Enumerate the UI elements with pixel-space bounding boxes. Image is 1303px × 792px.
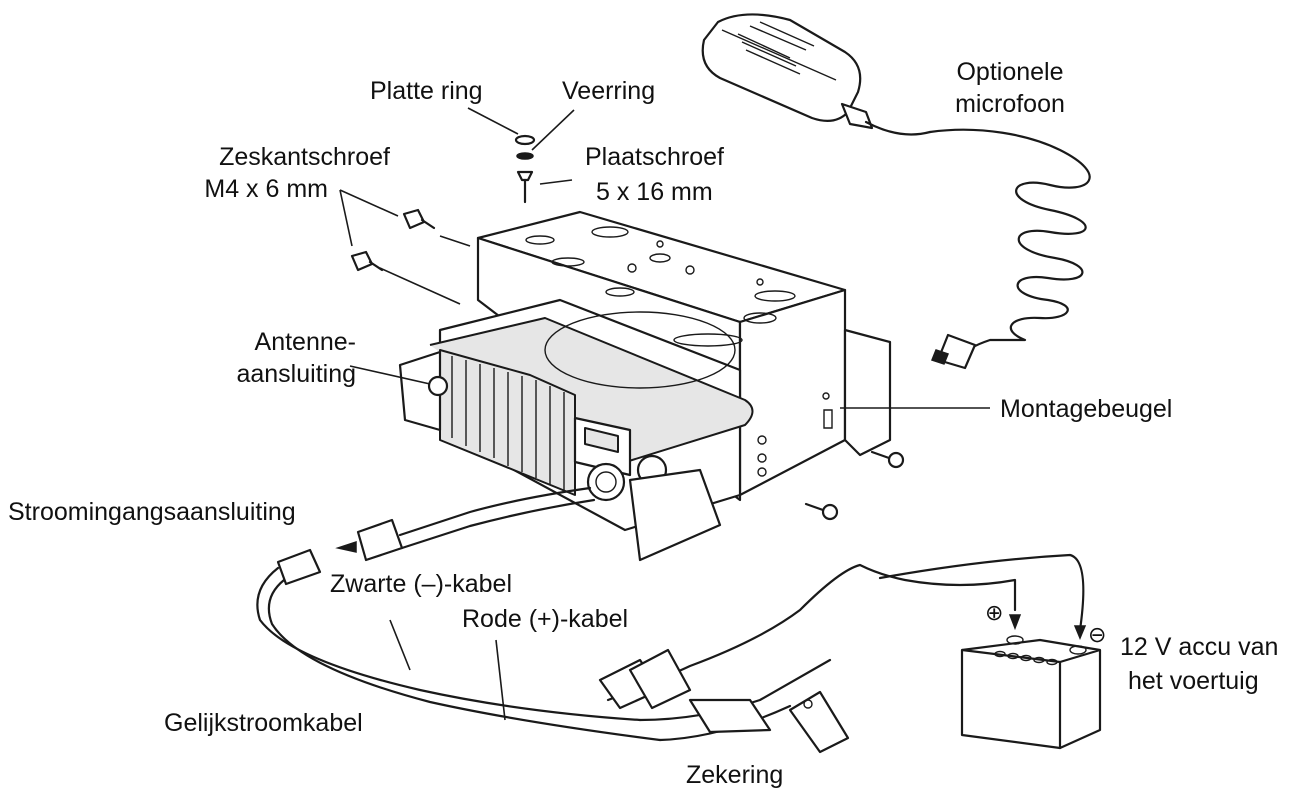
fuse-holder: [598, 648, 850, 754]
coiled-cord: [928, 128, 1091, 370]
washers-and-screw: [514, 134, 536, 204]
label-accu-line1: 12 V accu van: [1120, 633, 1279, 661]
microphone: [701, 13, 932, 136]
label-zekering: Zekering: [686, 761, 784, 789]
label-optionele: Optionele: [956, 58, 1064, 86]
label-montagebeugel: Montagebeugel: [1000, 395, 1173, 423]
leader-lines: [339, 107, 990, 721]
label-veerring: Veerring: [562, 77, 656, 105]
label-platte-ring: Platte ring: [370, 77, 483, 105]
label-zwarte-kabel: Zwarte (–)-kabel: [330, 570, 512, 598]
label-gelijkstroomkabel: Gelijkstroomkabel: [164, 709, 363, 737]
label-stroomingangsaansluiting: Stroomingangsaansluiting: [8, 498, 296, 526]
label-zeskantschroef: Zeskantschroef: [219, 143, 390, 171]
power-cable: [256, 486, 1085, 742]
label-plaatschroef: Plaatschroef: [585, 143, 724, 171]
label-plaatschroef-size: 5 x 16 mm: [596, 178, 713, 206]
hex-screws: [350, 208, 436, 272]
label-microfoon: microfoon: [955, 90, 1065, 118]
side-screws: [804, 450, 905, 521]
minus-terminal-symbol: ⊖: [1088, 622, 1107, 647]
label-antenne-line1: Antenne-: [254, 328, 356, 356]
label-antenne-line2: aansluiting: [236, 360, 356, 388]
label-rode-kabel: Rode (+)-kabel: [462, 605, 629, 633]
plus-terminal-symbol: ⊕: [985, 600, 1004, 625]
vehicle-battery: [960, 614, 1102, 750]
label-accu-line2: het voertuig: [1128, 667, 1259, 695]
label-zeskantschroef-size: M4 x 6 mm: [204, 175, 328, 203]
radio-unit: [398, 298, 892, 562]
